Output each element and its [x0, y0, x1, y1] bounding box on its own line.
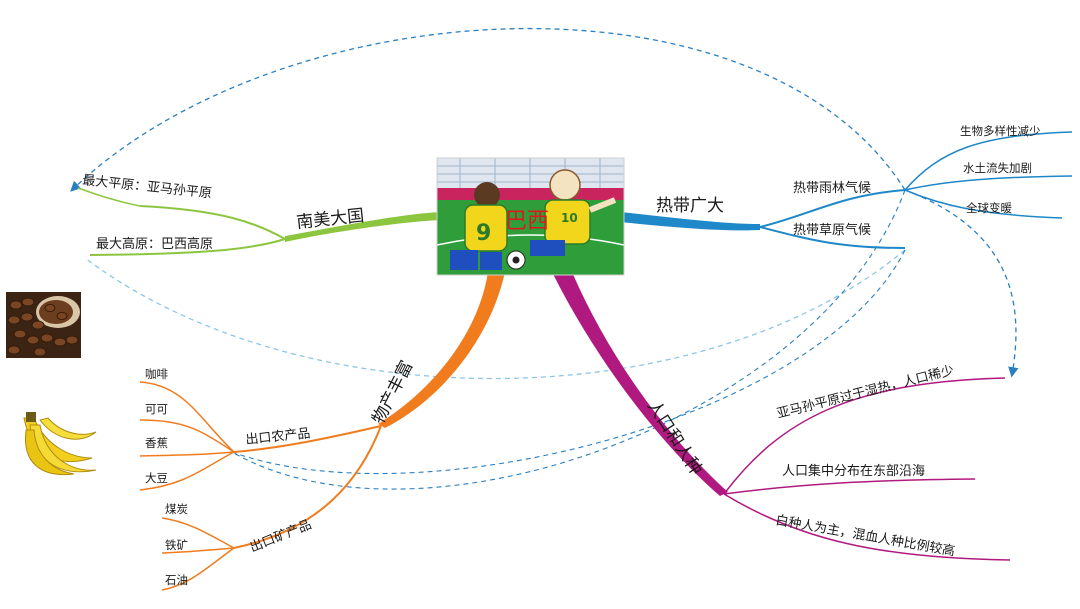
soil-erosion-label: 水土流失加剧 — [963, 161, 1032, 175]
coffee-beans-image — [6, 292, 81, 358]
rainforest-label: 热带雨林气候 — [793, 180, 871, 196]
dashed-links — [70, 27, 1019, 490]
player-10-head — [549, 169, 581, 201]
cocoa-label: 可可 — [145, 402, 168, 416]
coal-label: 煤炭 — [165, 502, 188, 516]
link-savanna-to-plateau — [84, 249, 906, 380]
link-rainforest-to-plain — [70, 27, 906, 192]
amazon-sparse-label: 亚马孙平原过于湿热，人口稀少 — [775, 363, 955, 422]
branch-label-tropical: 热带广大 — [656, 196, 724, 216]
oil-label: 石油 — [165, 573, 188, 587]
jersey-number-10: 10 — [561, 211, 578, 225]
branch-label-population: 人口和人种 — [643, 397, 706, 479]
link-rainforest-to-agri — [231, 189, 906, 490]
branch-population: 人口和人种 亚马孙平原过于湿热，人口稀少 人口集中分布在东部沿海 白种人为主，混… — [552, 272, 1011, 561]
mineral-label: 出口矿产品 — [248, 517, 314, 555]
bananas-image — [23, 412, 97, 476]
plain-label: 最大平原：亚马孙平原 — [82, 173, 213, 202]
soybean-label: 大豆 — [145, 471, 168, 485]
east-coast-label: 人口集中分布在东部沿海 — [782, 463, 925, 479]
branch-tropical: 热带广大 热带雨林气候 热带草原气候 生物多样性减少 水土流失加剧 全球变暖 — [620, 124, 1073, 249]
white-majority-label: 白种人为主，混血人种比例较高 — [774, 512, 956, 559]
center-title: 巴西 — [505, 209, 549, 234]
plateau-label: 最大高原：巴西高原 — [96, 236, 213, 252]
savanna-label: 热带草原气候 — [793, 222, 871, 238]
coffee-label: 咖啡 — [145, 367, 168, 381]
link-savanna-to-agri — [231, 249, 906, 475]
biodiversity-label: 生物多样性减少 — [960, 124, 1041, 138]
player-10-jersey — [544, 199, 591, 245]
link-rainforest-to-population — [904, 189, 1019, 378]
center-image: 9 10 巴西 — [437, 158, 624, 275]
branch-south-america: 南美大国 最大平原：亚马孙平原 最大高原：巴西高原 — [77, 173, 440, 256]
player-9-head — [474, 182, 500, 208]
branch-products: 物产丰富 出口农产品 出口矿产品 咖啡 可可 香蕉 大豆 煤炭 铁矿 石油 — [139, 272, 505, 591]
agri-label: 出口农产品 — [245, 426, 311, 448]
banana-label: 香蕉 — [145, 436, 168, 450]
jersey-number-9: 9 — [476, 221, 491, 246]
iron-label: 铁矿 — [165, 538, 188, 552]
player-9-jersey — [464, 204, 508, 252]
global-warming-label: 全球变暖 — [966, 201, 1012, 215]
